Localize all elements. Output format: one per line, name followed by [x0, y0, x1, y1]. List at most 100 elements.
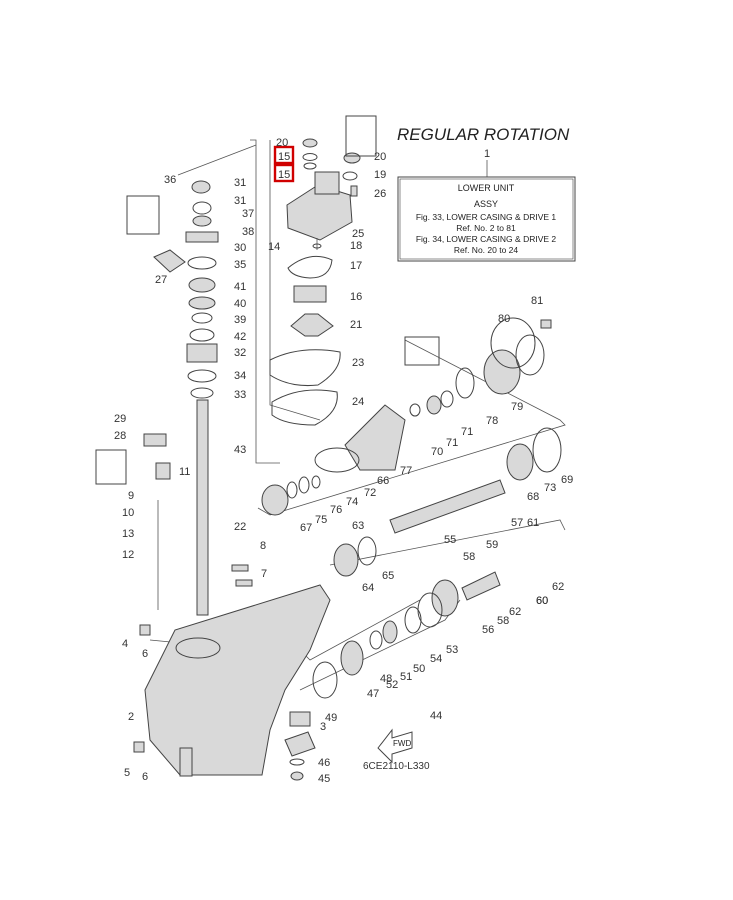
callout-number: 10 [122, 507, 134, 519]
callout-number: 39 [234, 314, 246, 326]
callout-number: 33 [234, 389, 246, 401]
callout-number: 67 [300, 522, 312, 534]
callout-highlight-15-lower [273, 163, 295, 183]
legend-ref-number: 1 [484, 148, 490, 160]
callout-number: 71 [461, 426, 473, 438]
callout-number: 19 [374, 169, 386, 181]
callout-number: 80 [498, 313, 510, 325]
callout-number: 48 [380, 673, 392, 685]
callout-highlight-15-upper [273, 145, 295, 165]
detail-insets [95, 115, 440, 485]
callout-number: 52 [386, 679, 398, 691]
callout-number: 12 [122, 549, 134, 561]
callout-number: 6 [142, 771, 148, 783]
callout-number: 27 [155, 274, 167, 286]
callout-number: 11 [179, 466, 190, 478]
callout-number: 55 [444, 534, 456, 546]
group-outlines [149, 139, 566, 691]
callout-number: 78 [486, 415, 498, 427]
callout-number: 37 [242, 208, 254, 220]
callout-number: 45 [318, 773, 330, 785]
diagram-heading: REGULAR ROTATION [397, 125, 570, 144]
fwd-arrow: FWD [377, 728, 413, 764]
callout-number: 68 [527, 491, 539, 503]
callout-number: 24 [352, 396, 364, 408]
callout-number: 70 [431, 446, 443, 458]
legend-line-4: Ref. No. 2 to 81 [456, 223, 516, 233]
callout-number: 44 [430, 710, 442, 722]
drawing-code: 6CE2110-L330 [363, 761, 430, 772]
water-pump-parts [269, 138, 361, 426]
callout-number: 54 [430, 653, 442, 665]
callout-number: 49 [325, 712, 337, 724]
callout-number: 25 [352, 228, 364, 240]
callout-number: 35 [234, 259, 246, 271]
callout-number: 64 [362, 582, 374, 594]
callout-number: 42 [234, 331, 246, 343]
callout-number: 23 [352, 357, 364, 369]
callout-number: 61 [527, 517, 539, 529]
callout-number: 14 [268, 241, 280, 253]
callout-number: 62 [509, 606, 521, 618]
callout-number: 20 [276, 137, 288, 149]
callout-number: 43 [234, 444, 246, 456]
callout-number: 16 [350, 291, 362, 303]
callout-layer: 2345667891011121314161718192020212223242… [114, 137, 573, 785]
callout-number: 3 [320, 721, 326, 733]
callout-number: 5 [124, 767, 130, 779]
callout-number: 2 [128, 711, 134, 723]
callout-number: 26 [374, 188, 386, 200]
callout-number: 20 [374, 151, 386, 163]
callout-number: 58 [463, 551, 475, 563]
callout-number: 6 [142, 648, 148, 660]
callout-number: 72 [364, 487, 376, 499]
callout-number: 51 [400, 671, 412, 683]
callout-number: 81 [531, 295, 543, 307]
legend-line-2: ASSY [474, 199, 498, 209]
callout-number: 21 [350, 319, 362, 331]
callout-number: 47 [367, 688, 379, 700]
gear-parts [261, 317, 562, 781]
callout-number: 9 [128, 490, 134, 502]
callout-number: 60 [536, 595, 548, 607]
callout-number: 53 [446, 644, 458, 656]
callout-number: 36 [164, 174, 176, 186]
callout-number: 31 [234, 177, 246, 189]
callout-number: 75 [315, 514, 327, 526]
callout-number: 34 [234, 370, 246, 382]
legend-line-5: Fig. 34, LOWER CASING & DRIVE 2 [416, 234, 557, 244]
callout-number: 71 [446, 437, 458, 449]
callout-number: 4 [122, 638, 128, 650]
callout-number: 73 [544, 482, 556, 494]
legend-line-3: Fig. 33, LOWER CASING & DRIVE 1 [416, 212, 557, 222]
legend-line-6: Ref. No. 20 to 24 [454, 245, 519, 255]
callout-number: 60 [536, 595, 548, 607]
lower-casing [144, 584, 331, 777]
callout-number: 29 [114, 413, 126, 425]
legend-box: 1 LOWER UNIT ASSY Fig. 33, LOWER CASING … [397, 148, 576, 262]
callout-number: 77 [400, 465, 412, 477]
callout-number: 56 [482, 624, 494, 636]
callout-number: 46 [318, 757, 330, 769]
callout-number: 17 [350, 260, 362, 272]
legend-line-1: LOWER UNIT [458, 183, 515, 193]
callout-number: 13 [122, 528, 134, 540]
callout-number: 79 [511, 401, 523, 413]
callout-number: 22 [234, 521, 246, 533]
callout-number: 30 [234, 242, 246, 254]
callout-number: 74 [346, 496, 358, 508]
callout-number: 65 [382, 570, 394, 582]
callout-number: 7 [261, 568, 267, 580]
callout-number: 62 [552, 581, 564, 593]
callout-number: 66 [377, 475, 389, 487]
callout-number: 59 [486, 539, 498, 551]
callout-number: 58 [497, 615, 509, 627]
callout-number: 76 [330, 504, 342, 516]
callout-number: 38 [242, 226, 254, 238]
callout-number: 41 [234, 281, 246, 293]
fwd-arrow-label: FWD [393, 739, 411, 748]
drive-shaft-parts [133, 180, 253, 753]
callout-number: 31 [234, 195, 246, 207]
callout-number: 18 [350, 240, 362, 252]
